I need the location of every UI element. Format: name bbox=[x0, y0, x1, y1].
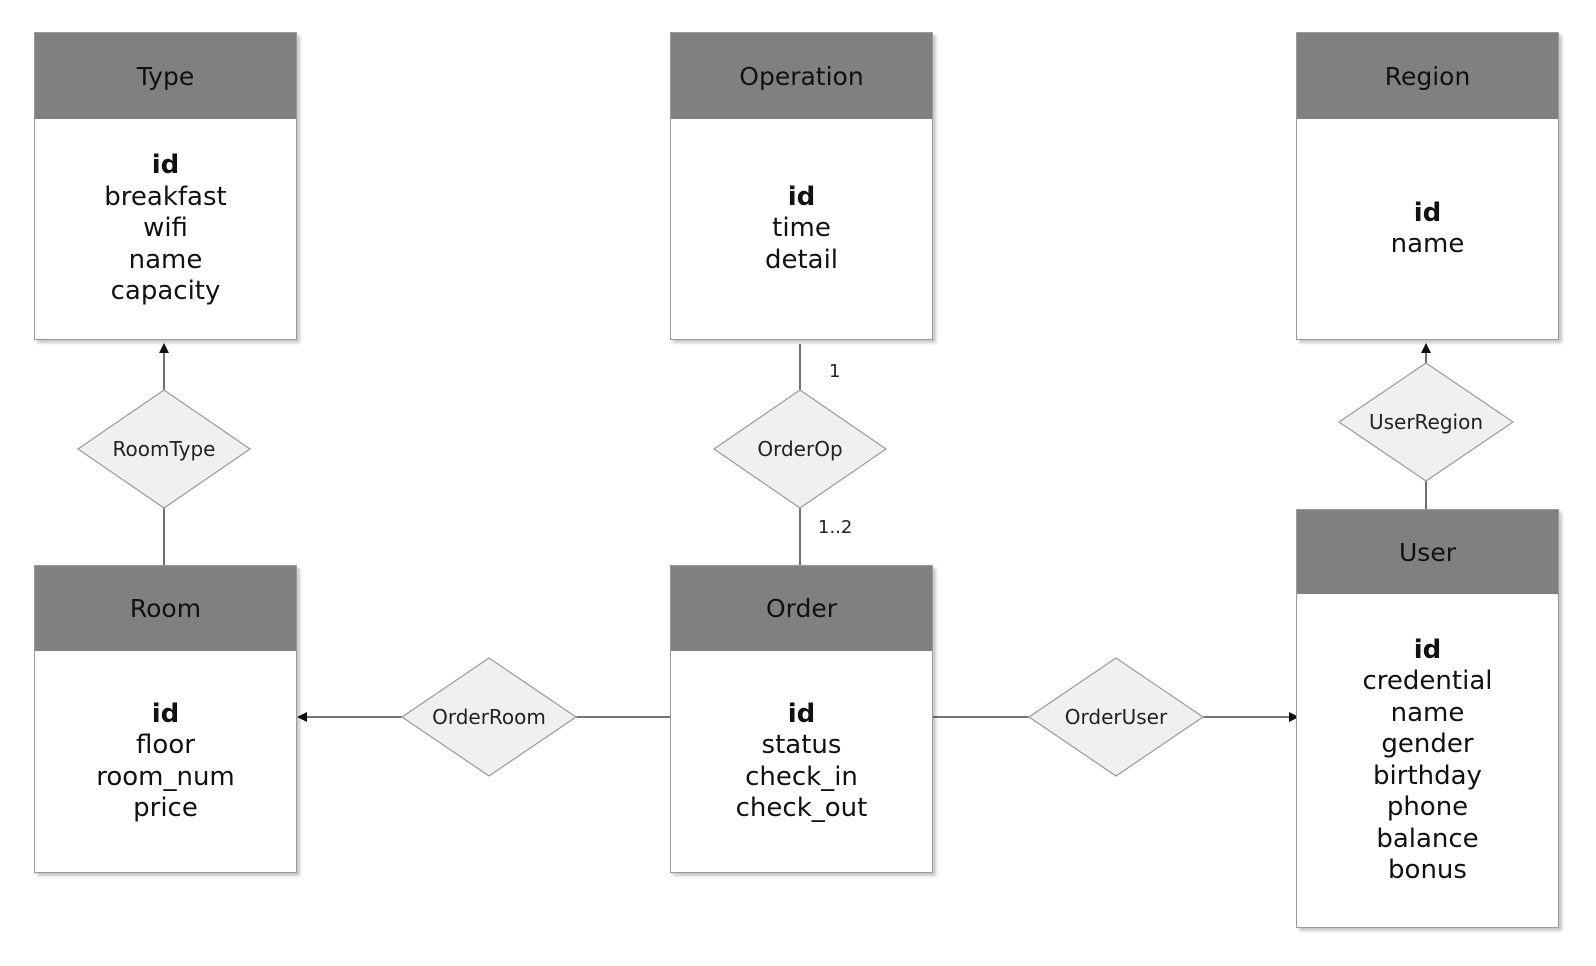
entity-user-attr: phone bbox=[1386, 792, 1469, 822]
entity-operation-key: id bbox=[787, 181, 816, 212]
entity-user-body: id credential name gender birthday phone… bbox=[1297, 594, 1558, 927]
entity-type-key: id bbox=[151, 150, 180, 181]
entity-region-body: id name bbox=[1297, 119, 1558, 339]
entity-operation-header: Operation bbox=[671, 33, 932, 119]
cardinality-operation-side: 1 bbox=[829, 361, 840, 382]
entity-operation-title: Operation bbox=[739, 61, 864, 91]
relationship-orderroom-diamond bbox=[400, 657, 578, 777]
entity-type-attr: breakfast bbox=[104, 181, 227, 212]
entity-order-attr: status bbox=[761, 730, 842, 760]
relationship-roomtype-diamond bbox=[76, 389, 252, 509]
entity-order-body: id status check_in check_out bbox=[671, 651, 932, 872]
entity-order-title: Order bbox=[765, 594, 838, 623]
entity-room: Room id floor room_num price bbox=[34, 565, 297, 873]
entity-region-attr: name bbox=[1390, 229, 1465, 259]
entity-order-attr: check_in bbox=[745, 761, 858, 792]
entity-room-header: Room bbox=[35, 566, 296, 651]
relationship-orderop-label: OrderOp bbox=[757, 437, 842, 461]
entity-room-attr: price bbox=[133, 793, 198, 823]
relationship-orderuser-diamond bbox=[1027, 657, 1205, 777]
entity-order-attr: check_out bbox=[735, 793, 868, 823]
relationship-orderuser-label: OrderUser bbox=[1065, 705, 1168, 729]
relationship-userregion-label: UserRegion bbox=[1369, 410, 1483, 434]
relationship-userregion-diamond bbox=[1337, 362, 1515, 482]
entity-user-key: id bbox=[1413, 634, 1442, 665]
entity-user-attr: bonus bbox=[1388, 855, 1467, 885]
entity-user-attr: name bbox=[1390, 697, 1465, 728]
entity-type-title: Type bbox=[136, 61, 195, 91]
cardinality-order-side: 1..2 bbox=[818, 517, 852, 538]
entity-user-attr: balance bbox=[1376, 823, 1479, 854]
entity-user: User id credential name gender birthday … bbox=[1296, 509, 1559, 928]
entity-operation: Operation id time detail bbox=[670, 32, 933, 340]
relationship-roomtype-label: RoomType bbox=[113, 437, 216, 461]
relationship-orderroom-label: OrderRoom bbox=[432, 705, 546, 729]
entity-region-title: Region bbox=[1384, 61, 1471, 91]
entity-operation-attr: detail bbox=[764, 244, 839, 275]
entity-region: Region id name bbox=[1296, 32, 1559, 340]
entity-user-header: User bbox=[1297, 510, 1558, 594]
entity-room-key: id bbox=[151, 698, 180, 729]
entity-room-attr: floor bbox=[136, 730, 195, 760]
entity-user-attr: credential bbox=[1362, 666, 1493, 696]
entity-type-attr: capacity bbox=[110, 276, 221, 307]
entity-region-key: id bbox=[1413, 197, 1442, 228]
entity-type-attr: name bbox=[128, 244, 203, 275]
entity-order-header: Order bbox=[671, 566, 932, 651]
relationship-orderop-diamond bbox=[712, 389, 888, 509]
entity-type-attr: wifi bbox=[143, 213, 188, 244]
entity-type-body: id breakfast wifi name capacity bbox=[35, 119, 296, 339]
entity-region-header: Region bbox=[1297, 33, 1558, 119]
entity-user-attr: birthday bbox=[1373, 760, 1482, 791]
entity-type: Type id breakfast wifi name capacity bbox=[34, 32, 297, 340]
entity-user-attr: gender bbox=[1381, 729, 1474, 759]
entity-operation-attr: time bbox=[772, 213, 831, 244]
entity-room-attr: room_num bbox=[96, 761, 235, 792]
entity-order-key: id bbox=[787, 698, 816, 729]
entity-order: Order id status check_in check_out bbox=[670, 565, 933, 873]
entity-room-body: id floor room_num price bbox=[35, 651, 296, 872]
entity-user-title: User bbox=[1399, 537, 1456, 567]
entity-room-title: Room bbox=[129, 594, 202, 623]
entity-operation-body: id time detail bbox=[671, 119, 932, 339]
entity-type-header: Type bbox=[35, 33, 296, 119]
